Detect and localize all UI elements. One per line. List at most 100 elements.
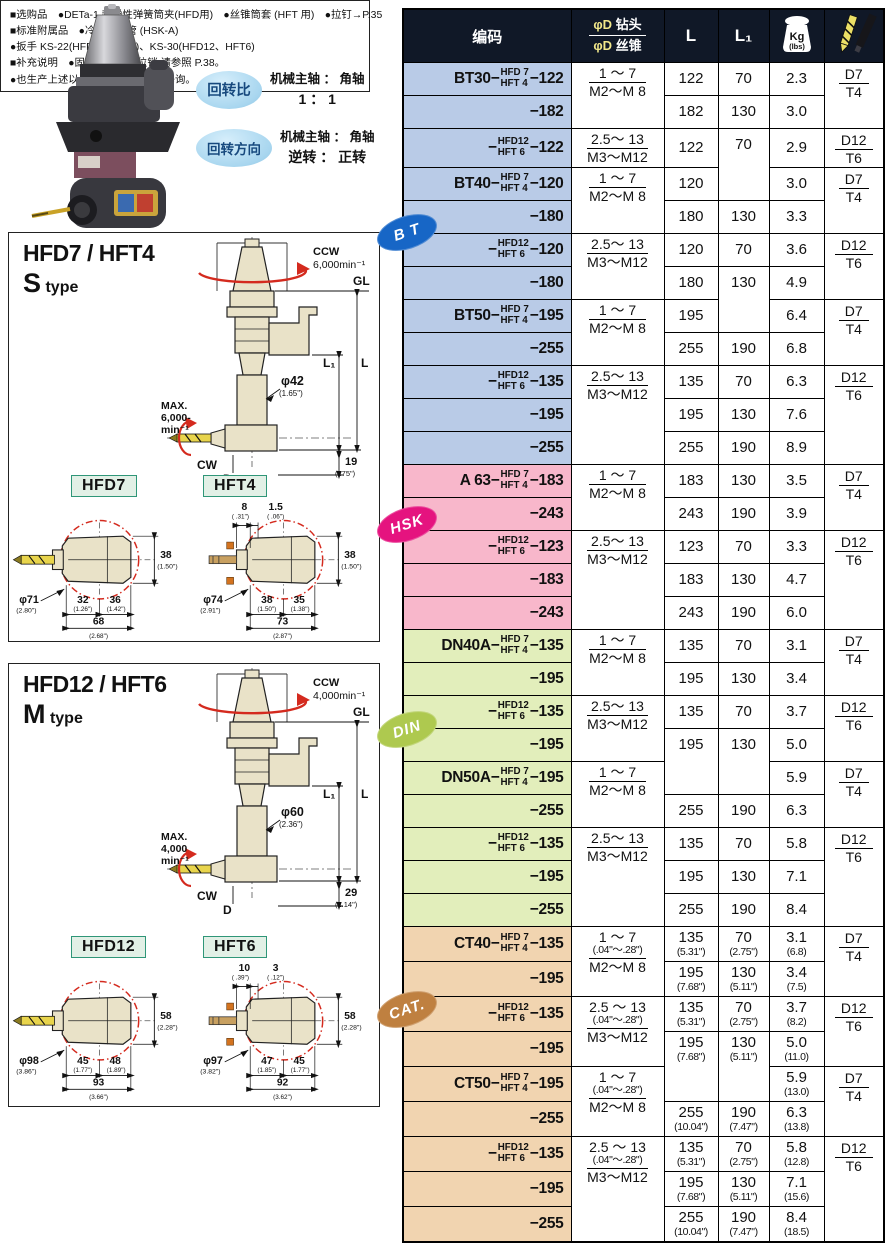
length-L-cell: 135 — [663, 695, 719, 730]
length-L1-cell: 130(5.11") — [717, 1031, 770, 1103]
weight-cell: 3.4 — [768, 662, 825, 697]
rotation-ratio-text: 机械主轴 ： 角轴 1 ： 1 — [270, 72, 365, 107]
svg-text:1.5: 1.5 — [269, 502, 284, 513]
length-L-cell: 135 — [663, 365, 719, 400]
length-L1-cell: 130 — [717, 662, 770, 697]
svg-text:(lbs): (lbs) — [789, 42, 805, 51]
length-L1-cell: 190 — [717, 893, 770, 928]
code-prefix: BT50− — [454, 307, 500, 325]
length-L-cell: 255 — [663, 893, 719, 928]
weight-cell: 5.8(12.8) — [768, 1136, 825, 1173]
code-suffix: −195 — [529, 736, 564, 754]
svg-text:3: 3 — [273, 963, 279, 974]
code-prefix: A 63− — [459, 472, 500, 490]
weight-cell: 5.0 — [768, 728, 825, 763]
weight-cell: 6.8 — [768, 332, 825, 367]
svg-text:92: 92 — [277, 1077, 289, 1088]
svg-text:(2.68"): (2.68") — [89, 633, 108, 640]
length-L1-cell: 190(7.47") — [717, 1101, 770, 1138]
length-L-cell: 180 — [663, 266, 719, 301]
code-suffix: −180 — [529, 208, 564, 226]
length-L-cell: 120 — [663, 167, 719, 202]
svg-text:(1.38"): (1.38") — [291, 606, 310, 613]
svg-text:( .75"): ( .75") — [335, 469, 356, 478]
svg-text:φ71: φ71 — [19, 594, 39, 606]
svg-text:min⁻¹: min⁻¹ — [161, 424, 189, 436]
length-L1-cell: 190 — [717, 794, 770, 829]
svg-text:CW: CW — [197, 889, 218, 903]
code-prefix: CT50− — [454, 1075, 500, 1093]
length-L-cell: 183 — [663, 563, 719, 598]
svg-text:φ42: φ42 — [281, 374, 304, 388]
code-suffix: −120 — [529, 241, 564, 259]
rotation-ratio-row: 回转比 机械主轴 ： 角轴 1 ： 1 — [196, 70, 396, 110]
length-L-cell: 195 — [663, 662, 719, 697]
code-prefix: − — [487, 538, 497, 556]
code-suffix: −243 — [529, 604, 564, 622]
code-suffix: −182 — [529, 103, 564, 120]
code-prefix: CT40− — [454, 935, 500, 953]
length-L-cell: 180 — [663, 200, 719, 235]
code-cell: −255 — [402, 431, 572, 466]
weight-cell: 3.3 — [768, 530, 825, 565]
svg-text:CW: CW — [197, 458, 218, 472]
svg-text:(2.28"): (2.28") — [341, 1025, 361, 1032]
hfd12-tag: HFD12 — [71, 936, 147, 958]
length-L1-cell: 190 — [717, 431, 770, 466]
length-L-cell: 123 — [663, 530, 719, 565]
code-prefix: BT30− — [454, 70, 500, 87]
code-suffix: −122 — [529, 139, 564, 157]
weight-cell: 3.0 — [768, 95, 825, 129]
code-prefix: − — [487, 373, 497, 391]
weight-cell: 5.9(13.0) — [768, 1066, 825, 1103]
code-cell: −255 — [402, 332, 572, 367]
code-suffix: −243 — [529, 505, 564, 523]
code-suffix: −122 — [529, 70, 564, 87]
length-L-cell: 195 — [663, 299, 719, 334]
length-L-cell: 255(10.04") — [663, 1101, 719, 1138]
weight-cell: 8.4 — [768, 893, 825, 928]
svg-text:45: 45 — [77, 1056, 89, 1067]
svg-text:68: 68 — [93, 616, 105, 627]
code-cell: −255 — [402, 893, 572, 928]
weight-cell: 5.0(11.0) — [768, 1031, 825, 1068]
weight-cell: 6.3(13.8) — [768, 1101, 825, 1138]
code-suffix: −255 — [529, 1215, 564, 1233]
code-suffix: −195 — [529, 406, 564, 424]
code-suffix: −195 — [529, 307, 564, 325]
length-L-cell: 243 — [663, 596, 719, 631]
product-photo — [18, 4, 203, 229]
svg-text:min⁻¹: min⁻¹ — [161, 855, 189, 867]
length-L-cell: 195(7.68") — [663, 1031, 719, 1103]
length-L1-cell: 190 — [717, 596, 770, 631]
svg-text:38: 38 — [261, 595, 273, 606]
drill-tap-range-cell: 1 ～ 7(.04"～.28")M2～M 8 — [570, 1066, 665, 1138]
length-L1-cell: 130 — [717, 95, 770, 129]
